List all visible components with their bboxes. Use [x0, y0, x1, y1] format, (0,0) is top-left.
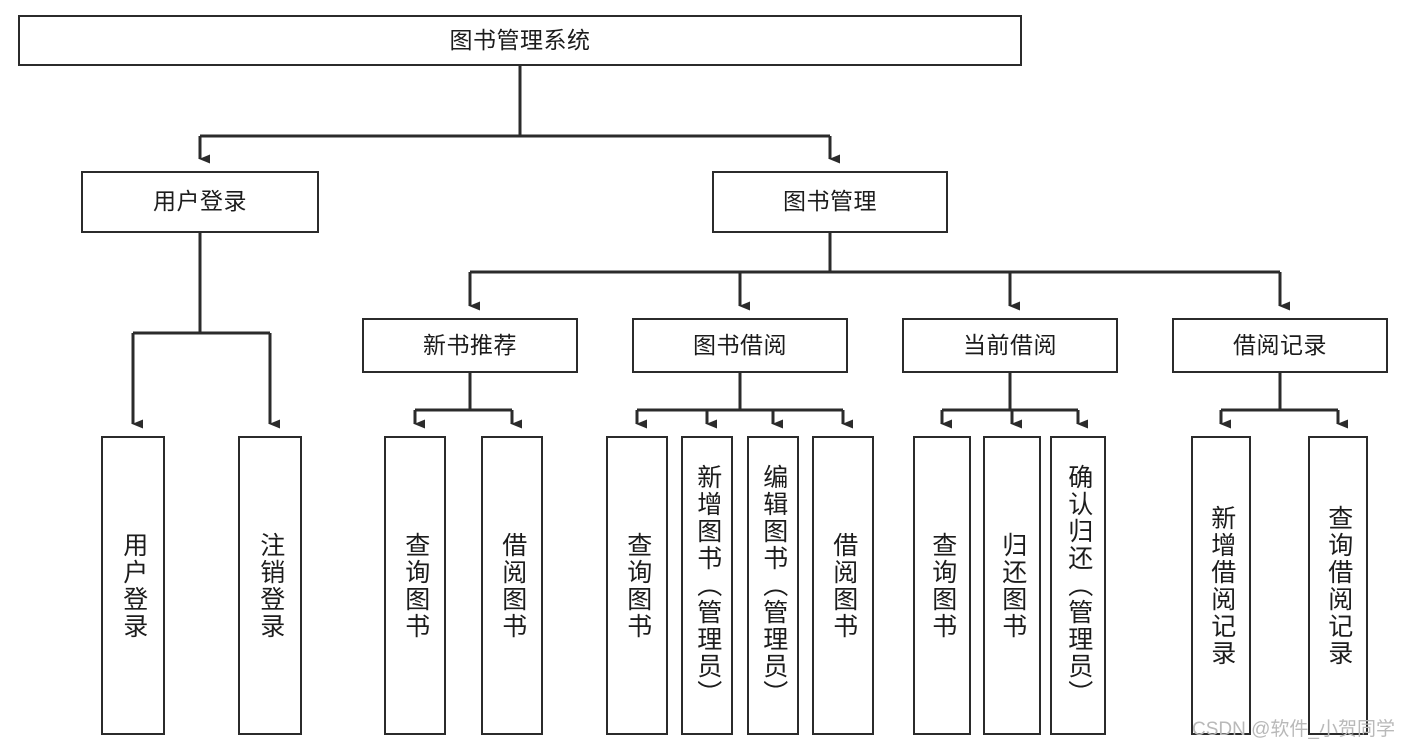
- node-label: 图书借阅: [693, 331, 787, 358]
- node-user-login[interactable]: 用户登录: [81, 171, 319, 233]
- leaf-label-wrap: 新增借阅记录: [1193, 438, 1249, 733]
- node-borrow-records[interactable]: 借阅记录: [1172, 318, 1388, 373]
- node-label: 新增借阅记录: [1207, 504, 1236, 667]
- node-label: 新书推荐: [423, 331, 517, 358]
- leaf-add-borrow-record[interactable]: 新增借阅记录: [1191, 436, 1251, 735]
- node-label: 注销登录: [256, 531, 285, 640]
- watermark-text: CSDN @软件_小贺同学: [1192, 719, 1395, 740]
- node-label: 新增图书（管理员）: [693, 464, 722, 707]
- leaf-label-wrap: 归还图书: [985, 438, 1039, 733]
- leaf-label-wrap: 新增图书（管理员）: [683, 438, 731, 733]
- leaf-query-books-newbook[interactable]: 查询图书: [384, 436, 446, 735]
- node-label: 借阅图书: [498, 531, 527, 640]
- node-label: 当前借阅: [963, 331, 1057, 358]
- leaf-query-borrow-record[interactable]: 查询借阅记录: [1308, 436, 1368, 735]
- node-label: 查询借阅记录: [1324, 504, 1353, 667]
- node-label: 编辑图书（管理员）: [759, 464, 788, 707]
- leaf-label-wrap: 借阅图书: [483, 438, 541, 733]
- leaf-label-wrap: 查询图书: [386, 438, 444, 733]
- node-label: 归还图书: [998, 531, 1027, 640]
- leaf-query-books-borrow[interactable]: 查询图书: [606, 436, 668, 735]
- leaf-add-book-admin[interactable]: 新增图书（管理员）: [681, 436, 733, 735]
- node-book-borrowing[interactable]: 图书借阅: [632, 318, 848, 373]
- connector-lines: [131, 66, 1348, 429]
- node-book-management[interactable]: 图书管理: [712, 171, 948, 233]
- node-label: 借阅记录: [1233, 331, 1327, 358]
- node-label: 用户登录: [153, 188, 247, 215]
- leaf-label-wrap: 查询借阅记录: [1310, 438, 1366, 733]
- node-current-borrowing[interactable]: 当前借阅: [902, 318, 1118, 373]
- node-label: 查询图书: [401, 531, 430, 640]
- leaf-label-wrap: 查询图书: [915, 438, 969, 733]
- node-root-book-management-system[interactable]: 图书管理系统: [18, 15, 1022, 66]
- leaf-borrow-books-newbook[interactable]: 借阅图书: [481, 436, 543, 735]
- node-label: 用户登录: [119, 531, 148, 640]
- leaf-label-wrap: 确认归还（管理员）: [1052, 438, 1104, 733]
- node-new-book-recommendation[interactable]: 新书推荐: [362, 318, 578, 373]
- leaf-borrow-books[interactable]: 借阅图书: [812, 436, 874, 735]
- node-label: 图书管理系统: [449, 26, 591, 53]
- leaf-logout[interactable]: 注销登录: [238, 436, 302, 735]
- node-label: 图书管理: [783, 188, 877, 215]
- leaf-label-wrap: 查询图书: [608, 438, 666, 733]
- node-label: 借阅图书: [829, 531, 858, 640]
- node-label: 确认归还（管理员）: [1064, 464, 1093, 707]
- node-label: 查询图书: [928, 531, 957, 640]
- leaf-label-wrap: 用户登录: [103, 438, 163, 733]
- leaf-user-login[interactable]: 用户登录: [101, 436, 165, 735]
- node-label: 查询图书: [623, 531, 652, 640]
- leaf-label-wrap: 注销登录: [240, 438, 300, 733]
- leaf-query-books-current[interactable]: 查询图书: [913, 436, 971, 735]
- leaf-edit-book-admin[interactable]: 编辑图书（管理员）: [747, 436, 799, 735]
- leaf-label-wrap: 借阅图书: [814, 438, 872, 733]
- leaf-label-wrap: 编辑图书（管理员）: [749, 438, 797, 733]
- leaf-confirm-return-admin[interactable]: 确认归还（管理员）: [1050, 436, 1106, 735]
- leaf-return-books[interactable]: 归还图书: [983, 436, 1041, 735]
